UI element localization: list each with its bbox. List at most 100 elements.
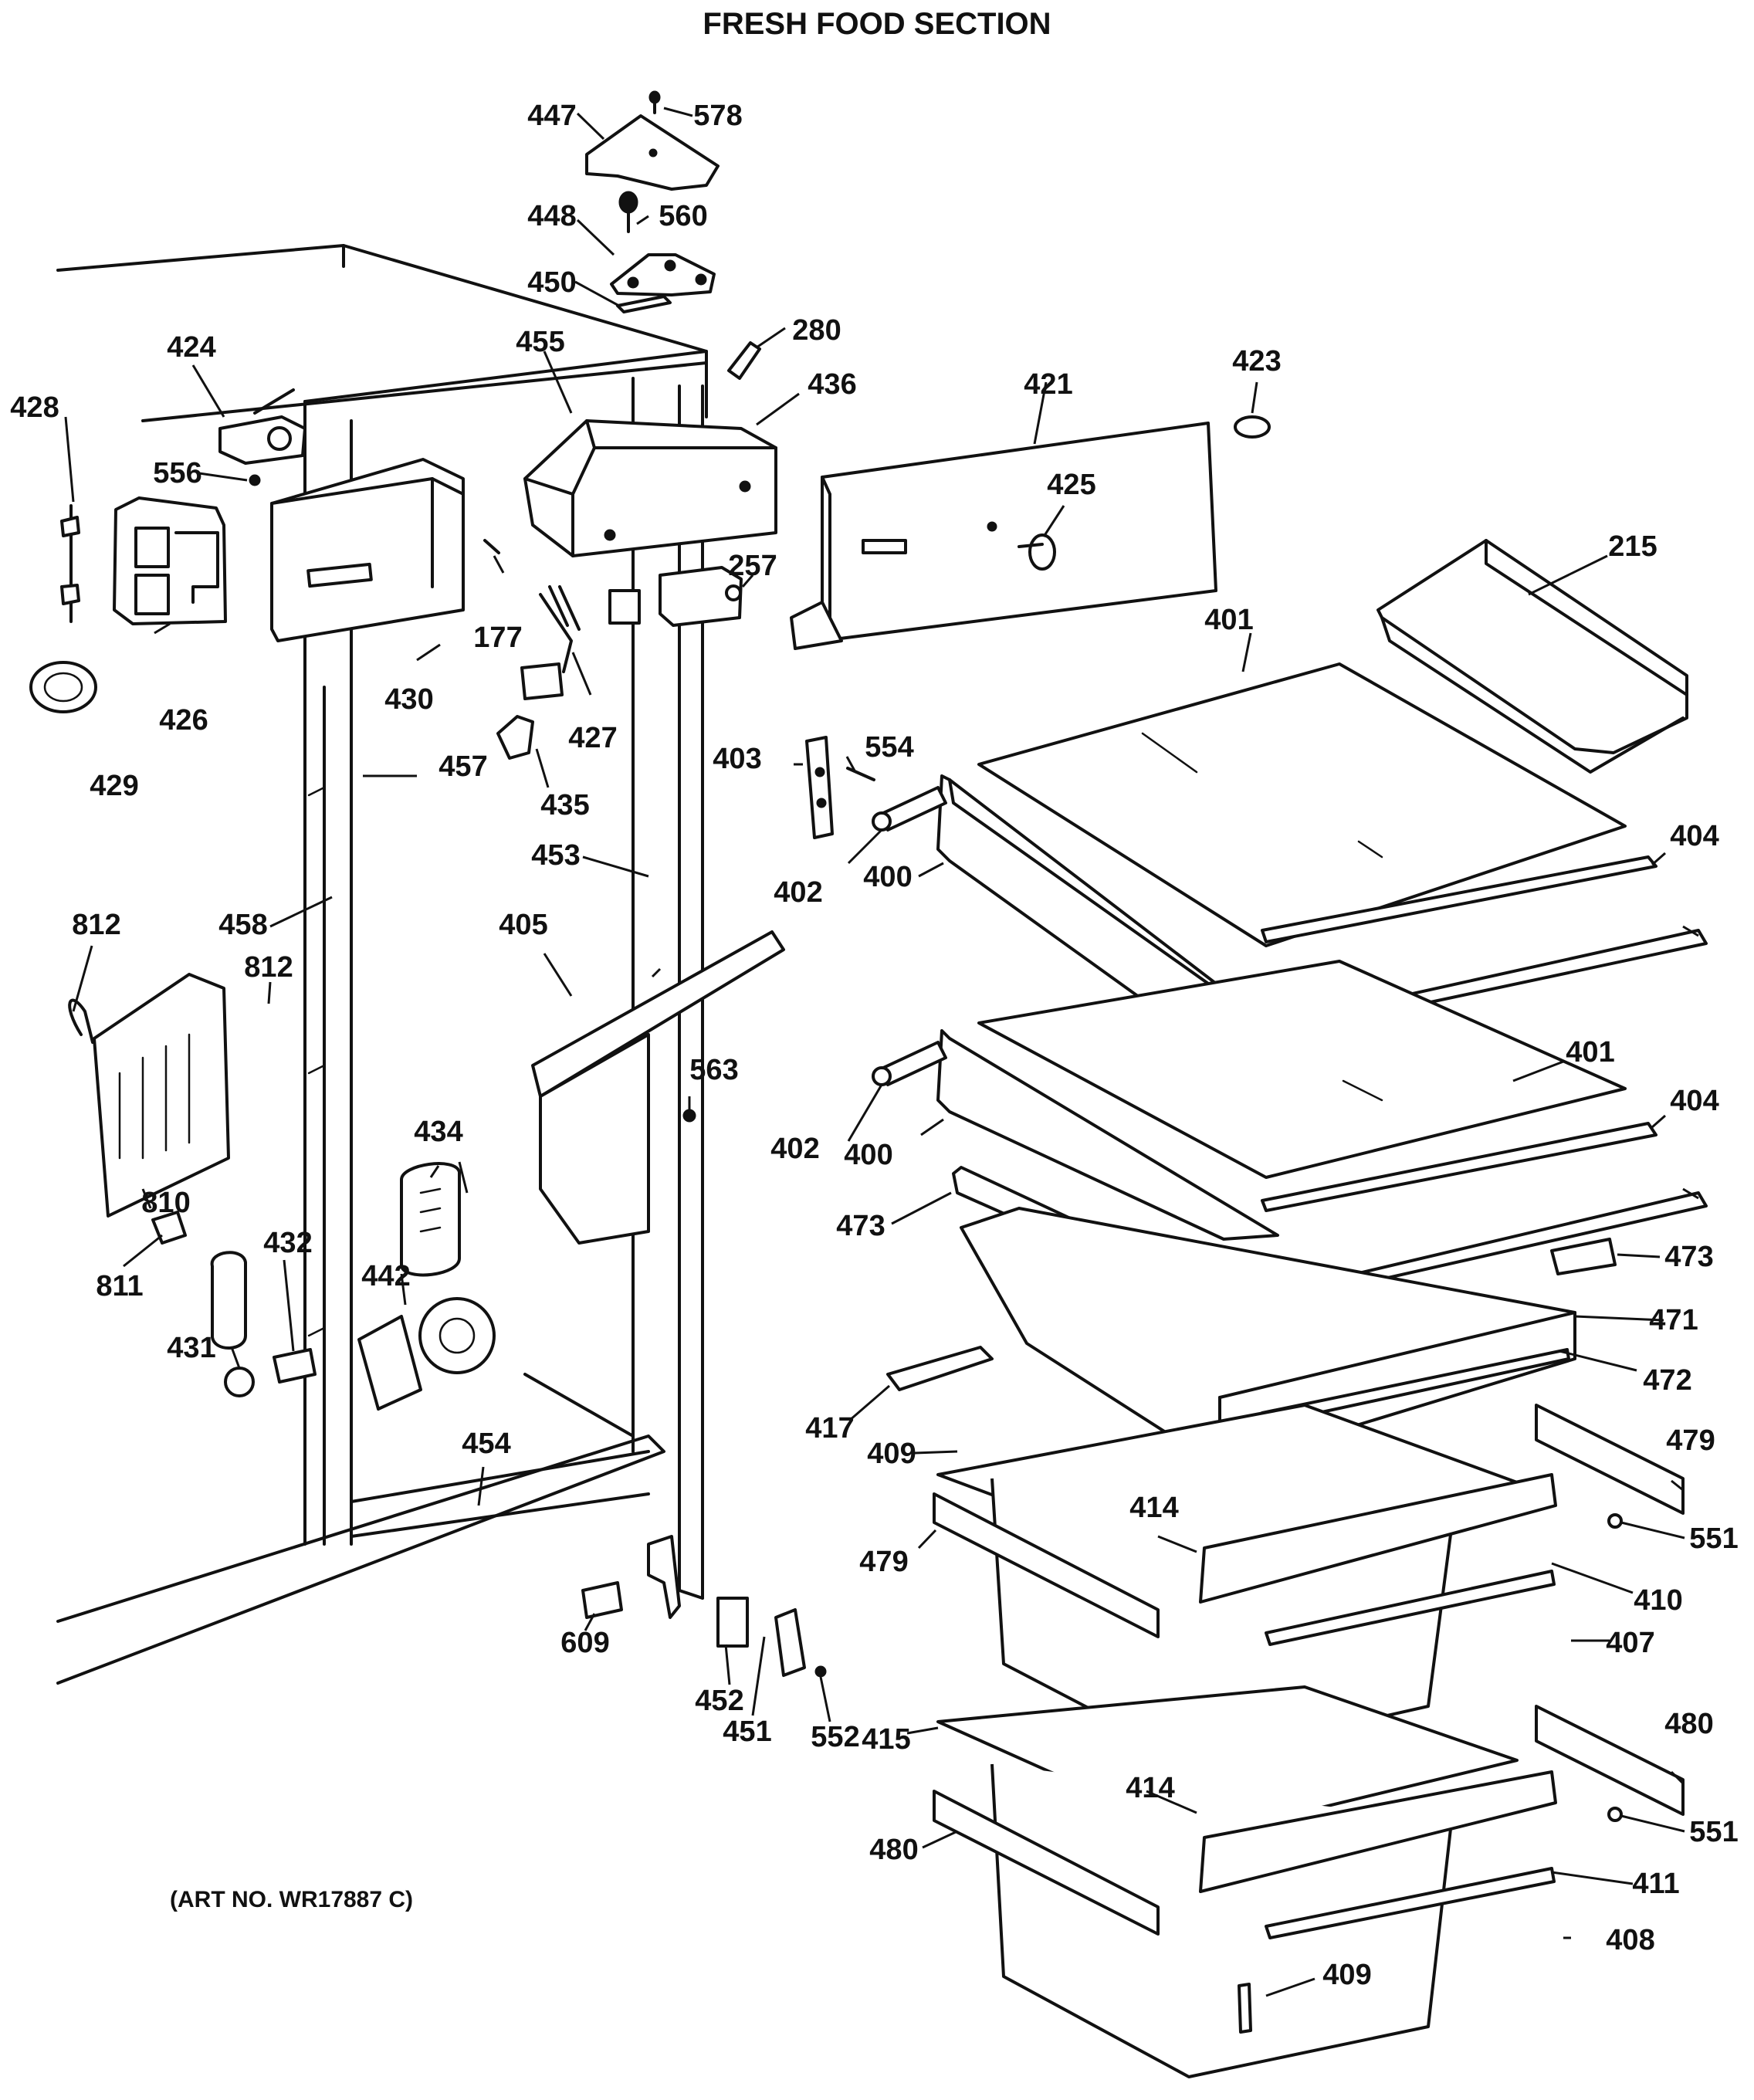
light-shield-434 <box>400 1162 461 1277</box>
socket-432 <box>273 1348 317 1384</box>
callout-428: 428 <box>10 391 59 424</box>
lower-shelf-frame-400 <box>936 1029 1279 1241</box>
callout-448: 448 <box>527 200 576 232</box>
callout-408: 408 <box>1606 1924 1654 1956</box>
callout-432: 432 <box>263 1227 312 1259</box>
light-lens-431 <box>210 1251 255 1397</box>
callout-429: 429 <box>90 770 138 802</box>
air-duct-436 <box>523 419 777 557</box>
callout-551: 551 <box>1689 1522 1738 1555</box>
crisper-pan-407 <box>936 1404 1557 1762</box>
callout-472: 472 <box>1643 1364 1691 1397</box>
knob-429 <box>29 661 97 713</box>
callout-402: 402 <box>774 876 822 909</box>
shim-450 <box>616 295 672 313</box>
glass-shelf-401 <box>977 662 1627 947</box>
defrost-heater-810 <box>68 973 230 1218</box>
callout-407: 407 <box>1606 1627 1654 1659</box>
callout-414: 414 <box>1129 1492 1178 1524</box>
top-hinge-448 <box>610 253 716 296</box>
callout-810: 810 <box>141 1187 190 1219</box>
callout-473b: 473 <box>1664 1241 1713 1273</box>
control-panel-421 <box>790 422 1217 650</box>
screw-563 <box>682 1109 696 1123</box>
callout-457: 457 <box>438 750 487 783</box>
callout-411: 411 <box>1632 1868 1679 1900</box>
callout-609: 609 <box>560 1627 609 1659</box>
callout-811: 811 <box>96 1270 143 1302</box>
callout-423: 423 <box>1232 345 1281 378</box>
callout-labels: 447 578 448 560 450 280 424 455 436 421 … <box>10 100 1738 1991</box>
hinge-451 <box>774 1608 806 1677</box>
callout-556: 556 <box>153 457 201 489</box>
knob-425 <box>1018 533 1056 571</box>
screw-554 <box>846 767 875 781</box>
callout-554: 554 <box>865 731 913 764</box>
callout-458: 458 <box>218 909 267 941</box>
housing-426 <box>113 496 227 625</box>
callout-455: 455 <box>516 326 564 358</box>
callout-409b: 409 <box>1322 1959 1371 1991</box>
callout-410: 410 <box>1634 1584 1682 1617</box>
callout-257: 257 <box>728 550 777 582</box>
callout-400: 400 <box>863 861 912 893</box>
diagram-title: FRESH FOOD SECTION <box>703 7 1051 41</box>
callout-452: 452 <box>695 1685 743 1717</box>
slide-480 <box>933 1705 1685 1936</box>
callout-403: 403 <box>713 743 761 775</box>
callout-417: 417 <box>805 1412 854 1445</box>
callout-812b: 812 <box>244 951 293 984</box>
callout-431: 431 <box>167 1332 215 1364</box>
callout-402b: 402 <box>770 1133 819 1165</box>
callout-177: 177 <box>473 622 522 654</box>
leader-lines <box>64 107 1699 1997</box>
gasket-405 <box>531 930 785 1245</box>
dairy-bin-215 <box>1376 539 1688 774</box>
hinge-bolt-560 <box>618 191 638 233</box>
callout-442: 442 <box>361 1260 410 1292</box>
control-cover-430 <box>270 458 465 642</box>
cover-support-473 <box>1550 1238 1617 1275</box>
slide-479 <box>933 1404 1685 1638</box>
callout-560: 560 <box>659 200 707 232</box>
hinge-cover-447 <box>585 114 720 191</box>
callout-480b: 480 <box>869 1834 918 1866</box>
callout-480: 480 <box>1664 1708 1713 1740</box>
light-bulb-280 <box>727 341 761 380</box>
callout-421: 421 <box>1024 368 1072 401</box>
callout-473: 473 <box>836 1210 885 1242</box>
callout-479b: 479 <box>859 1546 908 1578</box>
shelf-support-403 <box>805 736 834 839</box>
shelf-clip-402-lower <box>872 1041 947 1086</box>
callout-578: 578 <box>693 100 742 132</box>
screw-552 <box>814 1665 827 1678</box>
screw-551 <box>1607 1513 1623 1822</box>
timer-257 <box>659 566 743 627</box>
callout-427: 427 <box>568 722 617 754</box>
bracket-609 <box>581 1581 623 1619</box>
bracket-428 <box>60 504 80 623</box>
plate-452 <box>716 1597 749 1648</box>
screw-556 <box>249 474 261 486</box>
callout-426: 426 <box>159 704 208 737</box>
crisper-cover-471 <box>952 1166 1576 1468</box>
callout-552: 552 <box>811 1721 859 1753</box>
callout-404b: 404 <box>1670 1085 1718 1117</box>
callout-447: 447 <box>527 100 576 132</box>
wire-harness-427 <box>520 585 641 700</box>
callout-415: 415 <box>862 1723 910 1756</box>
fan-assembly-442 <box>357 1297 496 1411</box>
callout-401: 401 <box>1204 604 1253 636</box>
callout-400b: 400 <box>844 1139 892 1171</box>
callout-401b: 401 <box>1566 1036 1614 1069</box>
connector-435 <box>496 715 534 760</box>
callout-435: 435 <box>540 789 589 821</box>
callout-425: 425 <box>1047 469 1095 501</box>
callout-471: 471 <box>1649 1304 1698 1336</box>
callout-451: 451 <box>723 1716 771 1748</box>
crisper-pan-408 <box>936 1685 1557 2078</box>
screw-578 <box>648 90 661 114</box>
callout-409: 409 <box>867 1438 916 1470</box>
callout-450: 450 <box>527 266 576 299</box>
